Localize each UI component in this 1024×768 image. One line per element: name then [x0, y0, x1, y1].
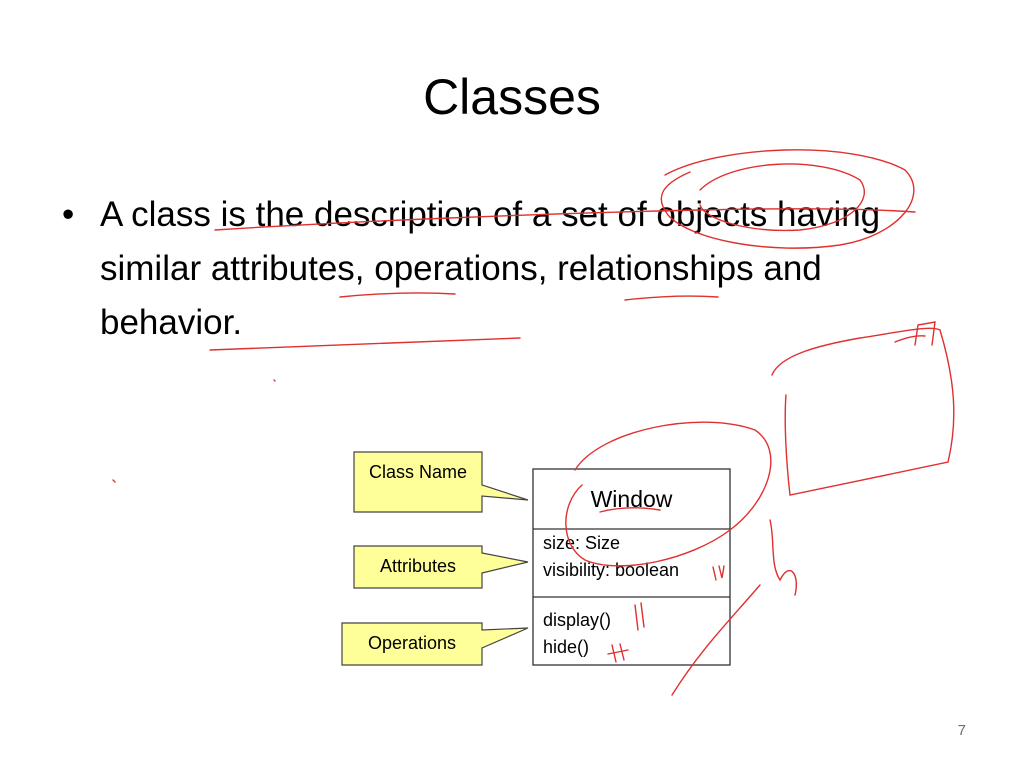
- ink-dot-mid: [273, 379, 276, 382]
- callout-attributes: Attributes: [379, 556, 457, 576]
- ink-underline-operations: [624, 295, 719, 301]
- ink-underline-attributes: [339, 292, 456, 298]
- ink-underline-window: [599, 507, 661, 513]
- ink-loop-objects-inner: [699, 163, 866, 232]
- page-number: 7: [957, 722, 966, 739]
- callout-operations: Operations: [367, 633, 457, 653]
- uml-class-box: [532, 468, 731, 666]
- ink-loop-window: [565, 421, 772, 567]
- uml-operation-1: hide(): [543, 637, 590, 657]
- ink-curve-side: [769, 519, 797, 596]
- ink-flag: [894, 321, 936, 346]
- slide-title: Classes: [423, 69, 601, 125]
- ink-box-right: [771, 327, 955, 496]
- ink-loop-objects-outer: [660, 149, 915, 249]
- bullet-marker: •: [62, 195, 75, 234]
- uml-operation-0: display(): [543, 610, 612, 630]
- ink-tick-boolean: [712, 565, 725, 581]
- callout-attributes-shape: [353, 545, 529, 589]
- uml-attribute-1: visibility: boolean: [543, 560, 680, 580]
- ink-underline-relationships: [209, 337, 521, 351]
- ink-diagonal-line: [671, 584, 761, 696]
- ink-mark-left: [112, 479, 116, 483]
- uml-attribute-0: size: Size: [543, 533, 621, 553]
- ink-underline-class: [214, 207, 916, 231]
- ink-tick-hide: [607, 643, 629, 663]
- callout-operations-shape: [341, 622, 529, 666]
- callout-class-name-shape: [353, 451, 529, 513]
- ink-tick-display: [634, 602, 645, 631]
- bullet-text: A class is the description of a set of o…: [100, 195, 881, 342]
- callout-class-name: Class Name: [368, 462, 468, 482]
